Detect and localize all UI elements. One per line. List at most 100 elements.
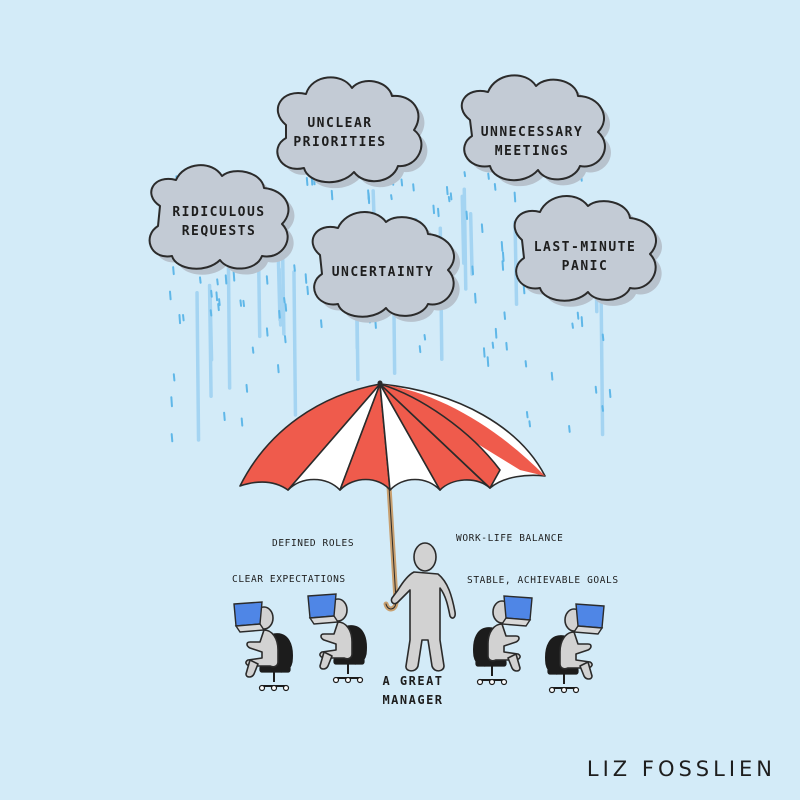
rain-drop [571,322,574,329]
rain-streak [208,289,214,362]
rain-drop [172,373,176,382]
rain-drop [522,284,526,295]
rain-drop [445,185,449,196]
cloud-uncertainty: UNCERTAINTY [311,210,461,323]
rain-drop [500,241,504,252]
cloud-last-minute-panic: LAST-MINUTE PANIC [513,194,663,307]
rain-drop [491,341,495,349]
rain-drop [209,309,213,317]
benefit-stable-goals: STABLE, ACHIEVABLE GOALS [467,575,619,586]
rain-drop [525,410,529,419]
benefit-work-life-balance: WORK-LIFE BALANCE [456,533,563,544]
rain-drop [580,316,584,328]
rain-drop [390,194,393,201]
rain-drop [178,314,182,325]
rain-drop [199,276,202,284]
rain-drop [210,289,213,298]
benefit-labels: DEFINED ROLES CLEAR EXPECTATIONS WORK-LI… [232,533,619,586]
rain-streak [462,187,468,291]
rain-streak [292,270,298,417]
rain-drop [224,274,228,285]
cloud-label-line2: REQUESTS [182,224,257,239]
rain-drop [474,292,477,304]
rain-drop [240,417,244,427]
rain-drop [293,264,296,272]
rain-drop [277,364,280,374]
rain-drop [463,171,467,178]
rain-drop [218,298,221,307]
rain-drop [524,360,528,368]
rain-drop [232,271,236,282]
cloud-label-line2: MEETINGS [495,144,570,159]
rain-drop [239,299,243,307]
rain-drop [494,327,498,339]
rain-drop [601,333,605,342]
rain-drop [608,388,612,398]
benefit-clear-expectations: CLEAR EXPECTATIONS [232,574,346,585]
manager-figure: A GREAT MANAGER [382,542,456,707]
rain-drop [265,327,269,337]
cloud-ridiculous-requests: RIDICULOUS REQUESTS [148,164,295,275]
rain-drop [245,383,249,393]
rain-drop [471,265,474,276]
rain-drop [304,273,308,284]
umbrella-tip [377,380,383,386]
rain-drop [251,346,255,354]
rain-drop [418,345,422,354]
rain-drop [487,172,490,180]
cloud-label-line1: LAST-MINUTE [534,240,637,255]
rain-drop [482,347,486,358]
worker-figure [544,603,605,694]
worker-figure [233,601,294,692]
rain-drop [449,192,453,201]
rain-drop [513,191,517,203]
rain-drop [170,433,174,443]
cloud-unnecessary-meetings: UNNECESSARY MEETINGS [460,74,611,187]
manager-label-line1: A GREAT [382,674,443,688]
rain-drop [170,396,173,408]
rain-drop [447,195,451,203]
rain-drop [503,311,507,321]
umbrella [239,380,546,612]
rain-drop [216,278,219,286]
rain-drop [480,223,484,234]
rain-drop [486,356,490,367]
rain-streak [513,220,519,306]
rain-drop [305,176,309,186]
cloud-label-line1: UNCLEAR [307,116,372,131]
rain-drop [330,189,334,201]
umbrella-handle [383,467,399,612]
worker-figure [307,593,368,684]
rain-drop [432,204,436,215]
cloud-label-line1: UNNECESSARY [481,125,584,140]
rain-drop [217,303,220,312]
umbrella-panel [239,383,381,491]
rain-drop [172,266,175,276]
rain-drop [283,297,286,304]
rain-drop [320,319,323,329]
rain-drop [182,313,185,322]
rain-drop [437,207,440,218]
rain-drop [306,285,309,296]
rain-drop [169,290,172,301]
rain-drop [568,424,571,433]
rain-drop [528,420,532,428]
rain-drop [412,183,415,192]
rain-streak [195,290,201,442]
rain-drop [505,341,508,351]
cloud-label-line1: RIDICULOUS [172,205,265,220]
rain-drop [501,260,505,271]
rain-drop [550,371,554,381]
rain-drop [493,182,497,191]
rain-drop [242,299,246,308]
rain-drop [278,309,281,319]
rain-drop [601,405,604,412]
cloud-label-line1: UNCERTAINTY [332,265,435,280]
rain-drop [465,210,469,220]
rain-drop [594,385,598,394]
rain-streak [468,211,474,276]
rain-drop [265,275,269,285]
rain-drop [501,251,505,263]
artist-signature: LIZ FOSSLIEN [587,757,776,781]
